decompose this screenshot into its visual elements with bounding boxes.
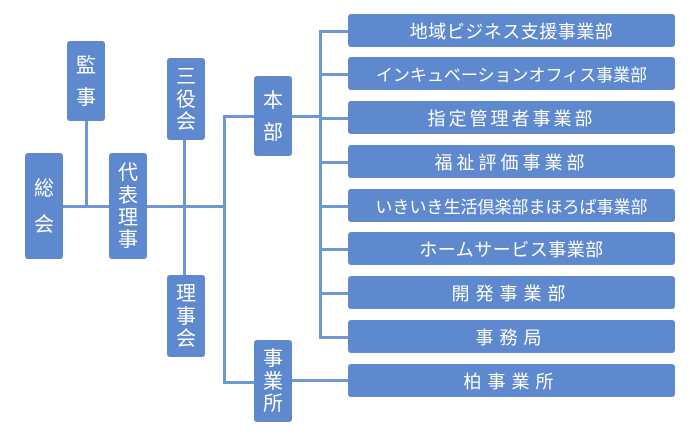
connector-branch-1 <box>319 30 349 33</box>
department-label: いきいき生活倶楽部まほろば事業部 <box>375 198 648 218</box>
representative-director-box: 代 表 理 事 <box>109 153 147 259</box>
tripartite-meeting-box: 三 役 会 <box>167 58 205 140</box>
board-meeting-box: 理 事 会 <box>167 275 205 357</box>
representative-director-char-1: 代 <box>118 160 138 185</box>
department-box-home-service: ホームサービス事業部 <box>348 232 675 265</box>
connector-left-trunk <box>223 115 226 384</box>
connector-branch-2 <box>319 73 349 76</box>
tripartite-meeting-char-3: 会 <box>176 109 196 134</box>
connector-headquarters-to-trunk <box>292 115 322 118</box>
department-box-designated-manager: 指定管理者事業部 <box>348 101 675 134</box>
department-label: 開発事業部 <box>451 283 572 305</box>
department-box-regional-business-support: 地域ビジネス支援事業部 <box>348 14 675 47</box>
headquarters-char-2: 部 <box>263 120 283 144</box>
business-office-group-char-3: 所 <box>263 391 283 416</box>
general-meeting-char-2: 会 <box>34 212 54 236</box>
connector-branch-6 <box>319 248 349 251</box>
representative-director-char-3: 理 <box>118 205 138 229</box>
headquarters-char-1: 本 <box>263 87 283 112</box>
connector-branch-3 <box>319 117 349 120</box>
connector-branch-5 <box>319 205 349 208</box>
business-office-group-char-1: 事 <box>263 346 283 371</box>
auditor-char-1: 監 <box>76 52 96 77</box>
tripartite-meeting-char-2: 役 <box>176 86 196 111</box>
department-label: 事務局 <box>475 327 548 349</box>
general-meeting-box: 総 会 <box>25 153 63 259</box>
auditor-box: 監 事 <box>67 41 105 121</box>
connector-business-offices-to-office <box>292 379 349 382</box>
general-meeting-char-1: 総 <box>34 175 54 200</box>
headquarters-box: 本 部 <box>254 76 292 156</box>
connector-to-headquarters <box>223 115 255 118</box>
connector-auditor-vertical <box>85 120 88 207</box>
representative-director-char-4: 事 <box>118 227 138 252</box>
connector-to-business-offices <box>223 381 255 384</box>
business-office-label: 柏事業所 <box>463 371 560 393</box>
business-office-box-kashiwa: 柏事業所 <box>348 364 675 397</box>
connector-council-vertical <box>183 138 186 276</box>
business-office-group-char-2: 業 <box>263 368 283 393</box>
department-box-development: 開発事業部 <box>348 276 675 309</box>
connector-branch-7 <box>319 292 349 295</box>
department-label: 地域ビジネス支援事業部 <box>409 21 614 43</box>
representative-director-char-2: 表 <box>118 182 138 207</box>
tripartite-meeting-char-1: 三 <box>176 64 196 89</box>
department-label: 指定管理者事業部 <box>427 108 596 130</box>
department-box-welfare-evaluation: 福祉評価事業部 <box>348 145 675 178</box>
department-label: ホームサービス事業部 <box>419 239 604 261</box>
business-office-group-box: 事 業 所 <box>254 340 292 422</box>
department-label: 福祉評価事業部 <box>434 152 589 174</box>
board-meeting-char-3: 会 <box>176 326 196 351</box>
connector-branch-8 <box>319 336 349 339</box>
department-box-incubation-office: インキュベーションオフィス事業部 <box>348 57 675 90</box>
department-box-ikiiki-mahoroba: いきいき生活倶楽部まほろば事業部 <box>348 189 675 222</box>
board-meeting-char-2: 事 <box>176 303 196 328</box>
connector-right-trunk <box>319 30 322 338</box>
auditor-char-2: 事 <box>76 85 96 109</box>
board-meeting-char-1: 理 <box>176 281 196 306</box>
department-box-secretariat: 事務局 <box>348 320 675 353</box>
department-label: インキュベーションオフィス事業部 <box>375 66 648 86</box>
connector-branch-4 <box>319 161 349 164</box>
